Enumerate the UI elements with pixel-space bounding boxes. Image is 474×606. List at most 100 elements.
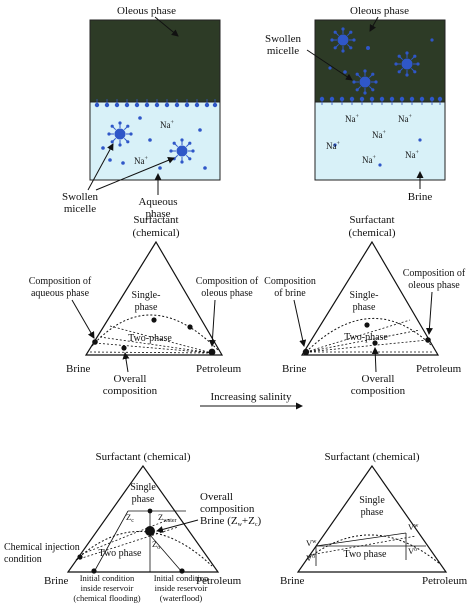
- composition-point: [151, 317, 157, 323]
- swollen-micelle-label: micelle: [64, 203, 96, 215]
- na-ion-label: Na+: [134, 156, 149, 166]
- overall-composition-label: composition: [103, 385, 158, 397]
- composition-point: [364, 322, 370, 328]
- composition-oleous-label: Composition of: [196, 276, 259, 287]
- na-ion-label: Na+: [398, 114, 413, 124]
- tie-lines: [89, 325, 213, 354]
- composition-point: [92, 339, 98, 345]
- initial-condition-chemical-label: (chemical flooding): [73, 593, 140, 603]
- v-o-left-label: Vo: [306, 553, 315, 563]
- aqueous-phase-label: Aqueous: [138, 196, 177, 208]
- swollen-micelle-label: micelle: [267, 45, 299, 57]
- overall-composition-label: Overall: [114, 373, 147, 385]
- swollen-micelle-icon: [351, 68, 379, 96]
- single-phase-label: phase: [135, 302, 158, 313]
- initial-condition-waterflood-label: (waterflood): [160, 593, 203, 603]
- left-water-layer: [89, 101, 221, 181]
- swollen-micelle-icon: [393, 50, 421, 78]
- z-c-label: Zc: [126, 512, 134, 524]
- binodal-curve: [305, 317, 433, 353]
- tie-lines: [309, 532, 426, 566]
- composition-point: [425, 337, 431, 343]
- initial-condition-point: [91, 568, 97, 574]
- composition-point: [121, 345, 127, 351]
- brine-vertex-label: Brine: [282, 363, 307, 375]
- overall-composition-label: composition: [351, 385, 406, 397]
- single-phase-label: phase: [361, 507, 384, 518]
- brine-vertex-label: Brine: [280, 575, 305, 587]
- tie-lines: [305, 319, 432, 353]
- apex-label: Surfactant (chemical): [325, 451, 420, 463]
- na-ion-label: Na+: [160, 120, 175, 130]
- left-beaker: Na+ Na+: [89, 19, 221, 181]
- petroleum-vertex-label: Petroleum: [196, 363, 242, 375]
- binodal-curve: [75, 530, 213, 567]
- brine-vertex-label: Brine: [44, 575, 69, 587]
- z-o-label: Zo: [152, 539, 160, 551]
- two-phase-label: Two phase: [344, 549, 387, 560]
- composition-point: [302, 348, 310, 356]
- increasing-salinity-label: Increasing salinity: [211, 391, 292, 403]
- composition-brine-label: Composition: [264, 276, 316, 287]
- ternary-triangle: [84, 240, 224, 356]
- brine-label: Brine: [408, 191, 433, 203]
- composition-brine-label: of brine: [274, 288, 306, 299]
- apex-label: Surfactant: [349, 214, 394, 226]
- composition-point: [77, 554, 83, 560]
- v-w-right-label: Vw: [408, 522, 419, 532]
- interface-surfactants: [319, 96, 443, 105]
- composition-point: [208, 348, 216, 356]
- single-phase-label: phase: [132, 494, 155, 505]
- chemical-injection-label: Chemical injection: [4, 542, 80, 553]
- petroleum-vertex-label: Petroleum: [416, 363, 462, 375]
- swollen-micelle-icon: [329, 26, 357, 54]
- overall-composition-formula: Brine (Zw+Zc): [200, 515, 262, 528]
- initial-condition-chemical-label: inside reservoir: [81, 583, 134, 593]
- composition-oleous-label: oleous phase: [201, 288, 253, 299]
- composition-aqueous-label: Composition of: [29, 276, 92, 287]
- initial-condition-waterflood-label: Initial condition: [154, 573, 209, 583]
- petroleum-vertex-label: Petroleum: [196, 575, 242, 587]
- ternary-bottom-right: [296, 464, 448, 573]
- z-water-label: Zwater: [158, 512, 177, 524]
- oleous-phase-label: Oleous phase: [350, 5, 409, 17]
- binodal-curve: [305, 534, 441, 565]
- swollen-micelle-label: Swollen: [62, 191, 99, 203]
- swollen-micelle-icon: [168, 137, 196, 165]
- single-phase-label: Single: [359, 495, 385, 506]
- free-surfactant-dots: [328, 38, 434, 167]
- ternary-triangle: [300, 240, 440, 356]
- right-beaker: Na+ Na+ Na+ Na+ Na+ Na+: [314, 19, 446, 181]
- overall-composition-label: Overall: [200, 491, 233, 503]
- v-w-left-label: Vw: [306, 538, 317, 548]
- na-ion-label: Na+: [405, 150, 420, 160]
- composition-aqueous-label: aqueous phase: [31, 288, 90, 299]
- binodal-curve: [91, 314, 219, 351]
- single-phase-label: Single-: [350, 290, 379, 301]
- initial-condition-waterflood-label: inside reservoir: [155, 583, 208, 593]
- apex-label: (chemical): [132, 227, 179, 239]
- ternary-right: [300, 240, 440, 356]
- apex-label: Surfactant (chemical): [96, 451, 191, 463]
- two-phase-label: Two-phase: [128, 333, 172, 344]
- apex-label: (chemical): [348, 227, 395, 239]
- na-ion-label: Na+: [345, 114, 360, 124]
- single-phase-label: phase: [353, 302, 376, 313]
- free-surfactant-dots: [101, 116, 207, 170]
- left-oil-layer: [89, 19, 221, 103]
- composition-point: [372, 340, 378, 346]
- na-ion-label: Na+: [326, 141, 341, 151]
- composition-point: [187, 324, 193, 330]
- composition-oleous-label: Composition of: [403, 268, 466, 279]
- aqueous-phase-label: phase: [145, 208, 170, 220]
- single-phase-label: Single: [130, 482, 156, 493]
- two-phase-label: Two phase: [99, 548, 142, 559]
- oleous-phase-label: Oleous phase: [117, 5, 176, 17]
- overall-composition-label: Overall: [362, 373, 395, 385]
- ternary-triangle: [296, 464, 448, 573]
- interface-surfactants: [94, 99, 218, 108]
- petroleum-vertex-label: Petroleum: [422, 575, 468, 587]
- composition-oleous-label: oleous phase: [408, 280, 460, 291]
- two-phase-label: Two-phase: [344, 332, 388, 343]
